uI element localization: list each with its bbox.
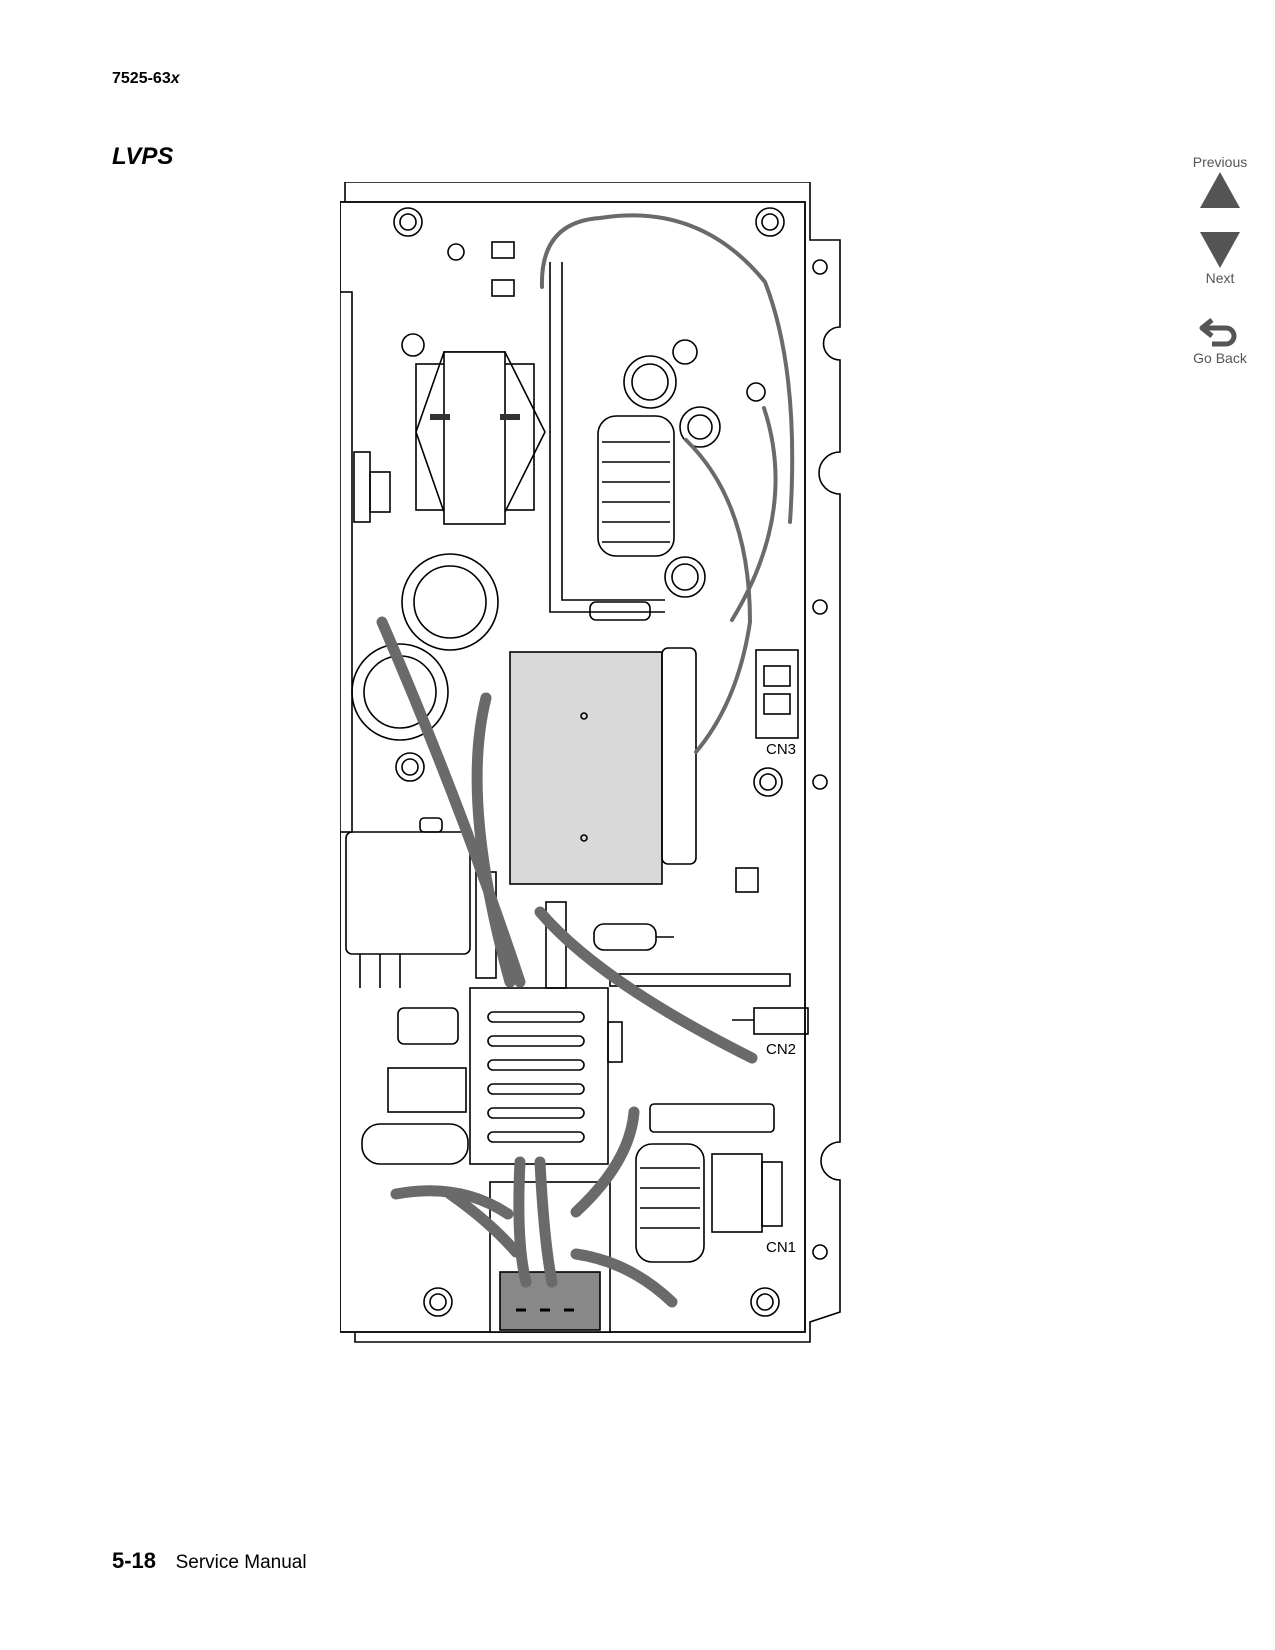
cable-8 [513,1156,532,1288]
next-button[interactable]: Next [1170,230,1270,286]
cn1-label: CN1 [766,1239,796,1256]
model-prefix: 7525-63 [112,70,171,87]
thin-wire-3 [730,406,778,622]
heatsink [509,651,663,885]
fuse [649,1103,775,1133]
screws [393,207,785,1317]
coil [597,415,675,557]
page-number: 5-18 [112,1548,157,1573]
lvps-diagram: CN3 CN2 CN1 [340,182,841,1343]
cable-3 [534,906,758,1064]
down-triangle-icon [1200,232,1240,268]
transformer [415,351,546,525]
previous-label: Previous [1192,154,1248,170]
cable-6 [444,1188,522,1258]
cable-4 [570,1106,640,1218]
board-outline [344,182,841,1343]
ac-inlet [489,1181,611,1333]
thin-wire-2 [684,438,753,754]
page-footer: 5-18 Service Manual [112,1548,307,1574]
cn2-label: CN2 [766,1041,796,1058]
cable-7 [570,1248,678,1308]
lower-coil [635,1143,705,1263]
section-title: LVPS [112,143,174,170]
go-back-button[interactable]: Go Back [1170,314,1270,366]
up-triangle-icon [1200,172,1240,208]
cable-9 [534,1156,558,1288]
return-arrow-icon [1199,318,1237,347]
cn1-connector [711,1153,783,1233]
cable-2 [471,692,516,988]
model-number: 7525-63x [112,70,180,88]
cable-1 [376,616,526,988]
manual-title: Service Manual [175,1552,307,1573]
model-suffix: x [170,70,180,87]
cn3-connector [755,649,799,739]
go-back-label: Go Back [1193,350,1247,366]
cn2-connector [753,1007,809,1035]
next-label: Next [1205,270,1235,286]
thin-wire-1 [539,213,795,524]
cn3-label: CN3 [766,741,796,758]
previous-button[interactable]: Previous [1170,154,1270,210]
